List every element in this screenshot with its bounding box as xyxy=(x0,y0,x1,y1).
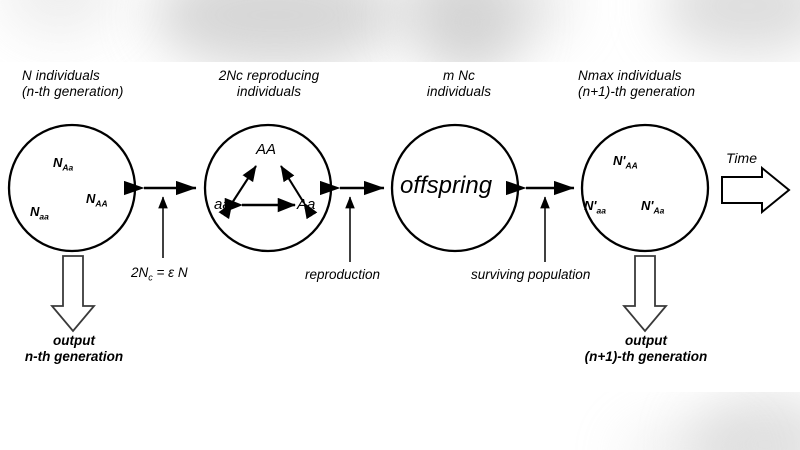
genotype-subscript: aa xyxy=(39,211,49,222)
genotype-subscript: AA xyxy=(625,160,638,171)
genotype-symbol: N' xyxy=(641,198,654,213)
caption-parent-population: N individuals (n-th generation) xyxy=(22,68,124,99)
genotype-subscript: AA xyxy=(95,198,108,209)
genotype-count-N-aa: Naa xyxy=(30,204,49,222)
circle-next-generation xyxy=(580,123,710,253)
genotype-symbol: N' xyxy=(613,153,626,168)
genotype-count-Nprime-aa: N'aa xyxy=(584,198,606,216)
genotype-symbol: N xyxy=(86,191,96,206)
block-arrow-output-left xyxy=(50,255,96,333)
genotype-count-N-Aa: NAa xyxy=(53,155,73,173)
caption-next-generation: Nmax individuals (n+1)-th generation xyxy=(578,68,696,99)
offspring-label: offspring xyxy=(400,172,493,199)
block-arrow-time xyxy=(721,165,791,215)
genotype-subscript: Aa xyxy=(653,205,665,216)
formula-effective-population: 2Nc = ε N xyxy=(131,265,188,283)
triangle-arrow-aa-to-AA xyxy=(218,165,257,220)
label-reproduction: reproduction xyxy=(305,267,381,282)
genotype-subscript: aa xyxy=(596,205,606,216)
formula-prefix: 2N xyxy=(131,265,149,280)
genotype-label-Aa: Aa xyxy=(297,196,316,213)
formula-suffix: = ε N xyxy=(152,265,188,280)
caption-reproducing-individuals: 2Nc reproducing individuals xyxy=(218,68,320,99)
triangle-arrow-Aa-to-AA xyxy=(280,165,318,220)
genotype-subscript: Aa xyxy=(62,162,74,173)
caption-offspring: m Nc individuals xyxy=(426,68,492,99)
genotype-label-AA: AA xyxy=(256,141,277,158)
genotype-count-Nprime-Aa: N'Aa xyxy=(641,198,664,216)
output-label-left: output n-th generation xyxy=(24,333,124,364)
block-arrow-output-right xyxy=(622,255,668,333)
genotype-symbol: N' xyxy=(584,198,597,213)
label-time: Time xyxy=(726,150,757,166)
formula-subscript: c xyxy=(148,272,153,283)
genotype-label-aa: aa xyxy=(214,196,231,213)
genotype-count-Nprime-AA: N'AA xyxy=(613,153,638,171)
genotype-symbol: N xyxy=(30,204,40,219)
label-surviving-population: surviving population xyxy=(471,267,591,282)
genotype-count-N-AA: NAA xyxy=(86,191,108,209)
output-label-right: output (n+1)-th generation xyxy=(584,333,708,364)
genotype-symbol: N xyxy=(53,155,63,170)
circle-parent-population xyxy=(7,123,137,253)
